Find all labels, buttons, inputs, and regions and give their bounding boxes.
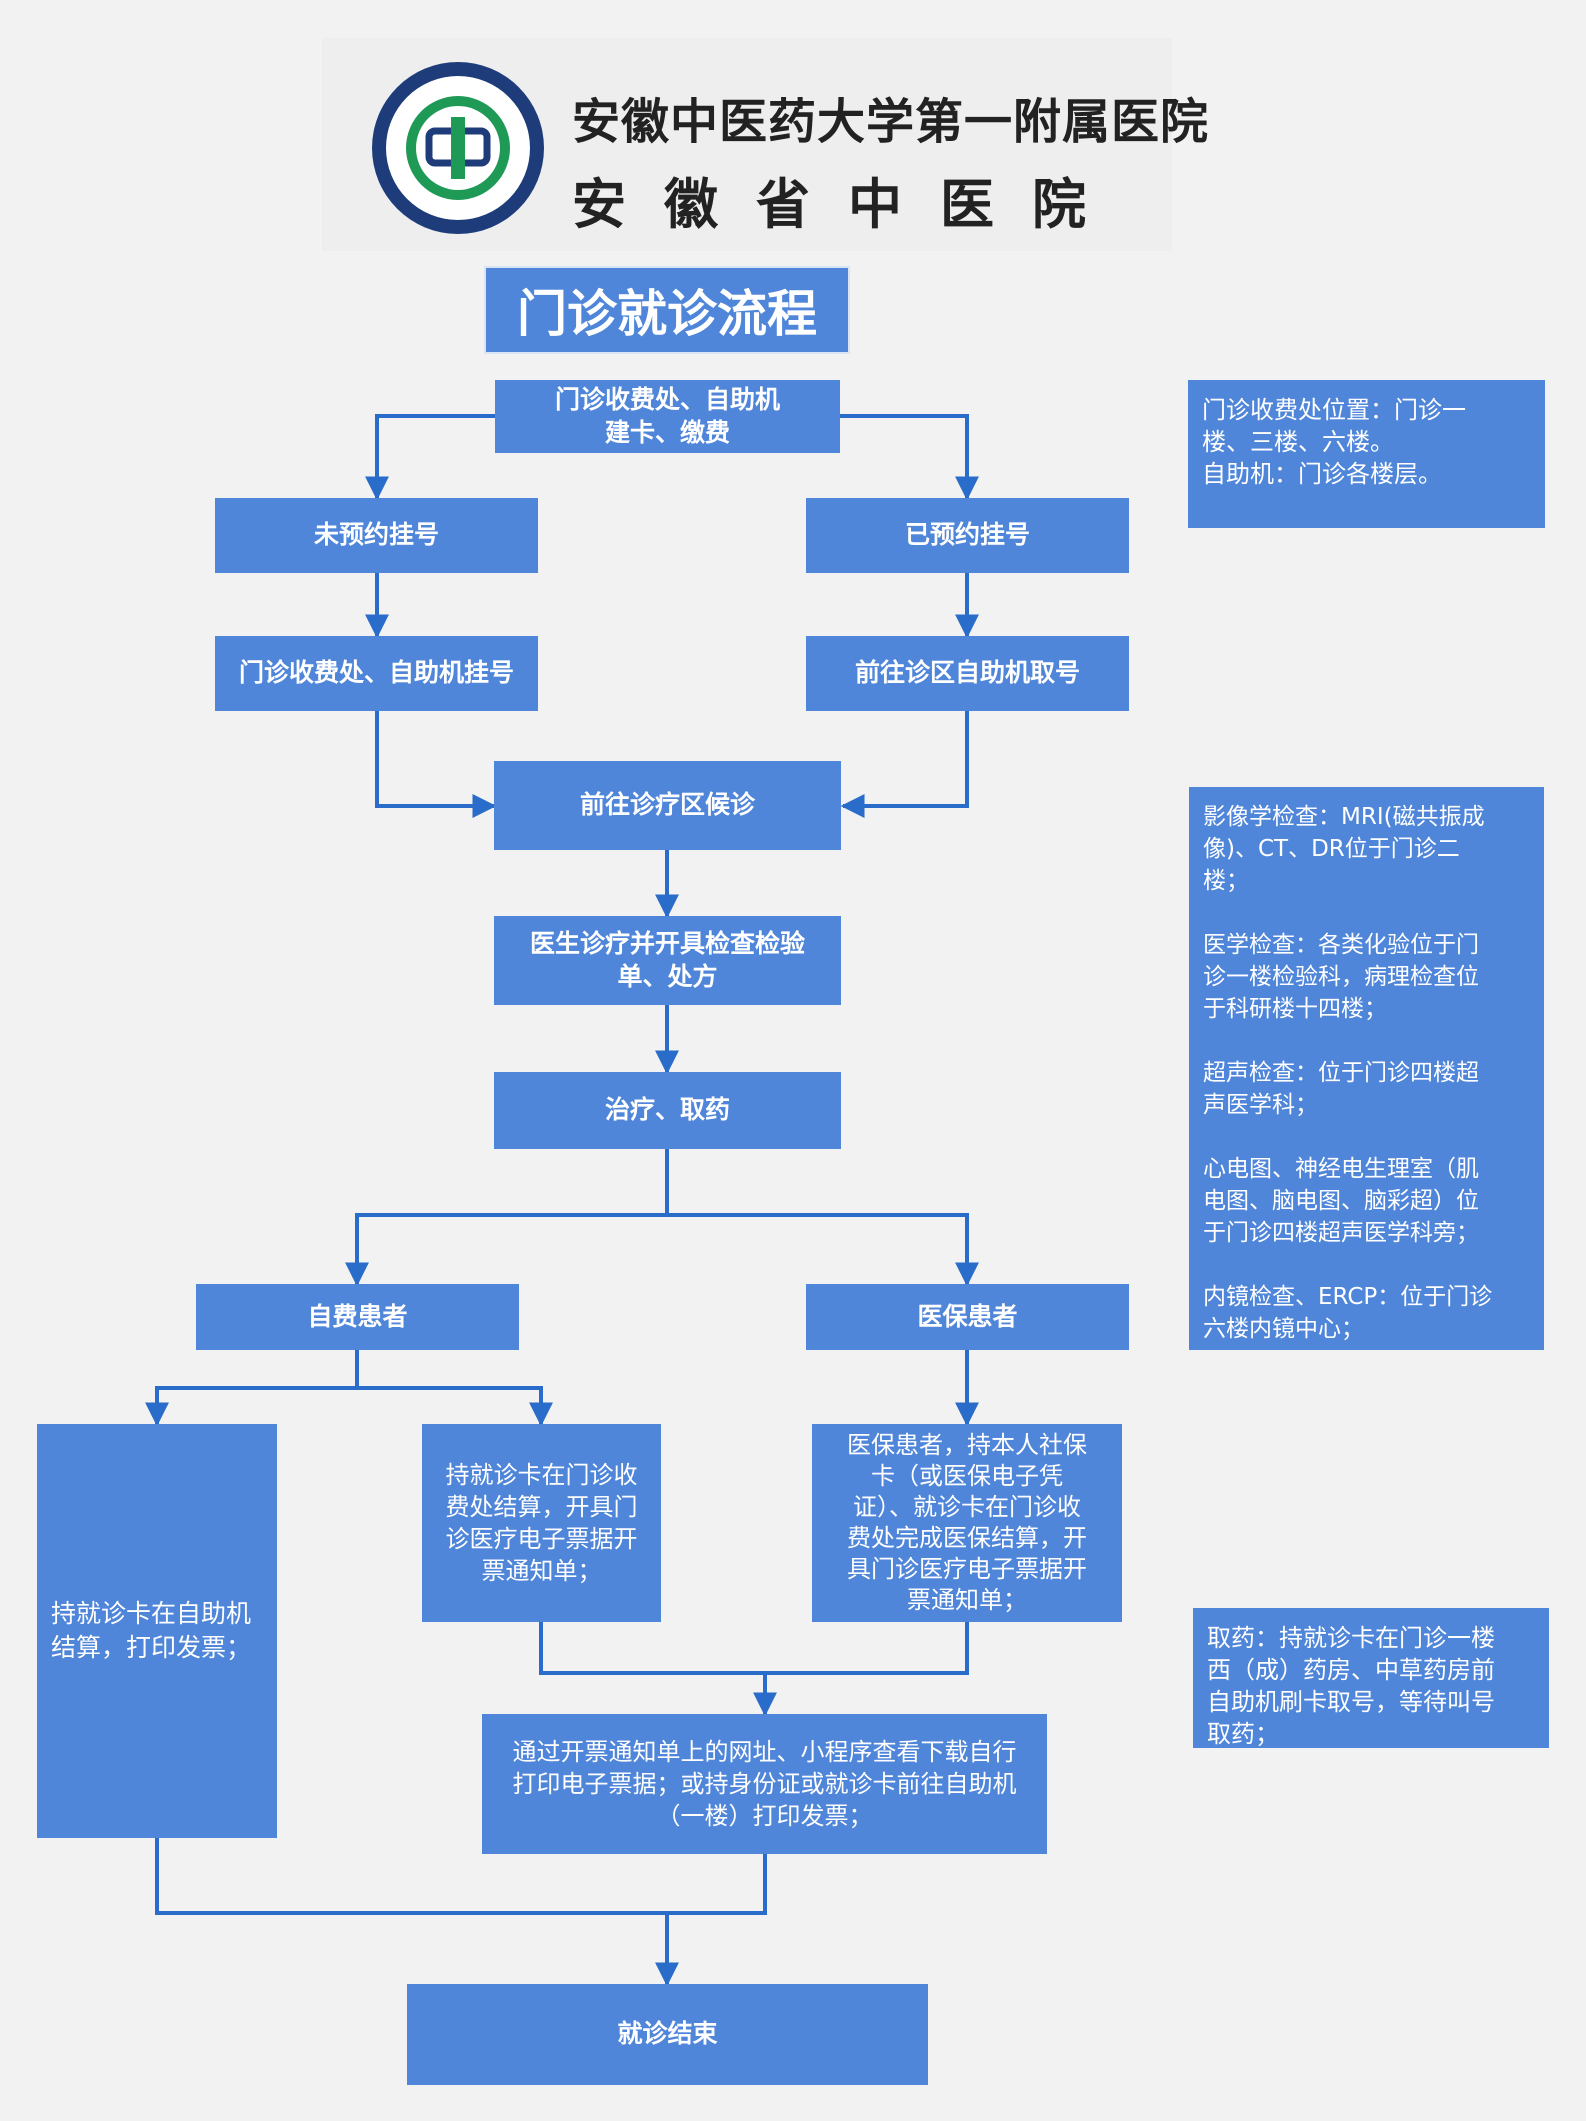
node-treat: 治疗、取药 (494, 1072, 841, 1149)
logo-emblem-icon (425, 117, 491, 179)
arrow-start-to-not-booked (365, 414, 495, 501)
node-doctor: 医生诊疗并开具检查检验 单、处方 (494, 916, 841, 1005)
arrow-treat-to-self-pay (345, 1149, 669, 1287)
arrow-machine-and-invoice-to-end (155, 1838, 767, 1915)
node-not-booked: 未预约挂号 (215, 498, 538, 573)
arrow-self-pay-to-desk (357, 1386, 553, 1427)
page-title: 门诊就诊流程 (484, 266, 850, 354)
node-insured-desk: 医保患者，持本人社保 卡（或医保电子凭 证）、就诊卡在门诊收 费处完成医保结算，… (812, 1424, 1122, 1622)
arrow-treat-to-insured (667, 1213, 979, 1287)
node-register-desk: 门诊收费处、自助机挂号 (215, 636, 538, 711)
node-invoice: 通过开票通知单上的网址、小程序查看下载自行 打印电子票据；或持身份证或就诊卡前往… (482, 1714, 1047, 1854)
arrow-take-number-to-wait (840, 711, 969, 818)
node-start: 门诊收费处、自助机 建卡、缴费 (495, 380, 840, 453)
node-booked: 已预约挂号 (806, 498, 1129, 573)
node-insured: 医保患者 (806, 1284, 1129, 1350)
node-take-number: 前往诊区自助机取号 (806, 636, 1129, 711)
hospital-name-primary: 安徽中医药大学第一附属医院 (572, 94, 1210, 150)
arrow-start-to-booked (840, 414, 979, 501)
hospital-name-secondary: 安徽省中医院 (572, 172, 1124, 236)
note-exams: 影像学检查：MRI(磁共振成 像)、CT、DR位于门诊二 楼； 医学检查：各类化… (1189, 787, 1544, 1350)
node-self-pay: 自费患者 (196, 1284, 519, 1350)
node-wait: 前往诊疗区候诊 (494, 761, 841, 850)
arrow-register-to-wait (375, 711, 497, 818)
arrow-desks-to-invoice (539, 1622, 969, 1675)
hospital-logo (372, 62, 544, 234)
node-end: 就诊结束 (407, 1984, 928, 2085)
note-location: 门诊收费处位置：门诊一 楼、三楼、六楼。 自助机：门诊各楼层。 (1188, 380, 1545, 528)
note-pharmacy: 取药：持就诊卡在门诊一楼 西（成）药房、中草药房前 自助机刷卡取号，等待叫号 取… (1193, 1608, 1549, 1748)
node-self-machine: 持就诊卡在自助机 结算，打印发票； (37, 1424, 277, 1838)
node-self-desk: 持就诊卡在门诊收 费处结算，开具门 诊医疗电子票据开 票通知单； (422, 1424, 661, 1622)
arrow-self-pay-to-machine (145, 1350, 359, 1427)
